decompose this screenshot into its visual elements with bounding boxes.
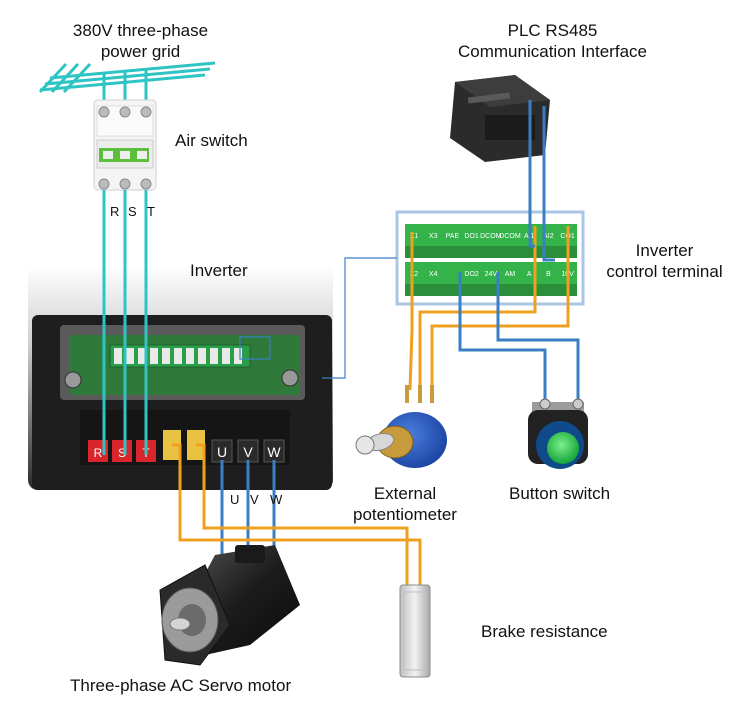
control-bottom-terminal-label: AM bbox=[505, 271, 516, 278]
plc-module bbox=[450, 75, 550, 162]
terminal-callout-line bbox=[322, 257, 397, 379]
inverter-power-terminals: R S T U V W bbox=[88, 430, 285, 463]
power-grid-label: 380V three-phase power grid bbox=[43, 20, 238, 62]
potentiometer-label-line2: potentiometer bbox=[353, 505, 457, 524]
terminal-v-label: V bbox=[243, 444, 253, 460]
power-grid-lines bbox=[38, 61, 216, 110]
control-bottom-terminal-label: B bbox=[546, 271, 551, 278]
phase-s-label: S bbox=[128, 204, 137, 219]
terminal-w-label: W bbox=[267, 444, 281, 460]
rst-power-lines bbox=[102, 190, 148, 455]
control-top-terminal-label: AI2 bbox=[543, 233, 554, 240]
brake-resistance bbox=[399, 584, 431, 678]
control-terminal-label-line1: Inverter bbox=[635, 241, 694, 260]
signal-wires bbox=[408, 100, 580, 405]
terminal-s-label: S bbox=[118, 446, 126, 460]
plc-label-line1: PLC RS485 bbox=[507, 21, 598, 40]
motor-phase-v-label: V bbox=[250, 492, 259, 507]
control-terminal-block bbox=[395, 210, 585, 306]
button-switch bbox=[528, 398, 588, 469]
motor-phase-w-label: W bbox=[270, 492, 283, 507]
phase-r-label: R bbox=[110, 204, 120, 219]
power-grid-label-line2: power grid bbox=[100, 42, 181, 61]
terminal-r-label: R bbox=[94, 446, 103, 460]
control-top-terminal-label: DO1 bbox=[464, 233, 479, 240]
control-top-terminal-label: DCOM bbox=[480, 233, 502, 240]
control-top-terminal-label: PAE bbox=[446, 233, 460, 240]
control-bottom-terminal-label: DO2 bbox=[464, 271, 479, 278]
potentiometer-label-line1: External bbox=[373, 484, 437, 503]
button-switch-label: Button switch bbox=[509, 484, 611, 503]
servo-motor bbox=[159, 545, 300, 666]
air-switch-label: Air switch bbox=[175, 131, 248, 150]
terminal-callout-box bbox=[239, 336, 271, 360]
control-top-terminal-label: X1 bbox=[410, 233, 419, 240]
plc-label: PLC RS485 Communication Interface bbox=[430, 20, 675, 62]
brake-wires bbox=[172, 443, 422, 595]
control-bottom-terminal-label: A bbox=[527, 271, 532, 278]
plc-label-line2: Communication Interface bbox=[458, 42, 647, 61]
inverter-label: Inverter bbox=[190, 261, 248, 280]
air-switch bbox=[93, 99, 157, 191]
servo-motor-label: Three-phase AC Servo motor bbox=[70, 676, 292, 695]
control-bottom-terminal-label: 24V bbox=[485, 271, 498, 278]
power-grid-label-line1: 380V three-phase bbox=[72, 21, 209, 40]
control-terminal-label-line2: control terminal bbox=[606, 262, 723, 281]
control-bottom-terminal-label: X2 bbox=[410, 271, 419, 278]
brake-resistance-label: Brake resistance bbox=[481, 622, 608, 641]
potentiometer bbox=[355, 385, 447, 468]
motor-phase-u-label: U bbox=[230, 492, 240, 507]
control-terminal-label: Inverter control terminal bbox=[582, 240, 747, 282]
control-bottom-terminal-label: X4 bbox=[429, 271, 438, 278]
phase-t-label: T bbox=[147, 204, 155, 219]
terminal-u-label: U bbox=[217, 444, 227, 460]
control-top-terminal-label: X3 bbox=[429, 233, 438, 240]
potentiometer-label: External potentiometer bbox=[330, 483, 480, 525]
control-top-terminal-label: DCOM bbox=[499, 233, 521, 240]
